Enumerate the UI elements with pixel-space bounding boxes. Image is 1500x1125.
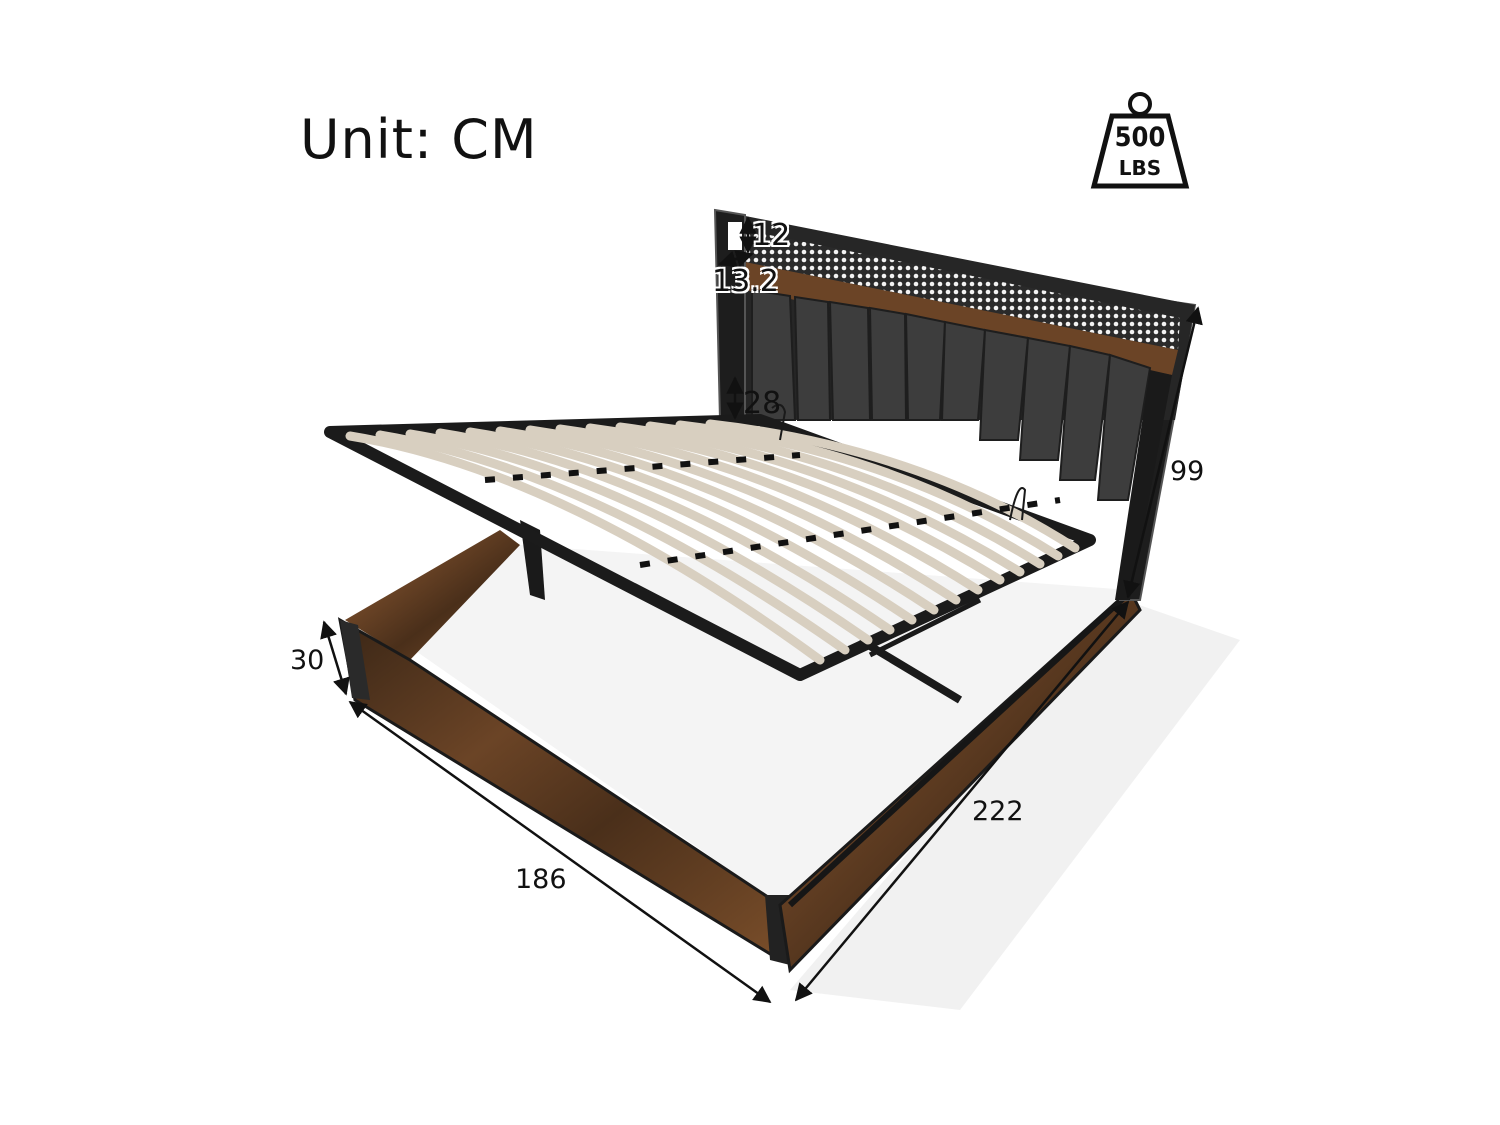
dim-label-base-height: 30 [290,645,325,676]
dimension-lines [320,216,1203,1004]
base-back-wall [345,530,520,660]
dim-line-length [794,600,1130,1002]
dim-label-length: 222 [972,796,1024,827]
dim-label-width: 186 [515,864,567,895]
headboard-perforated-shelf [745,230,1180,350]
unit-label: Unit: CM [300,108,538,171]
wooden-slats [345,419,1080,665]
weight-icon [1090,92,1190,189]
dim-label-headboard-height: 99 [1170,456,1205,487]
dim-label-headboard-gap: 28 [743,386,782,421]
dim-line-headboard-height [1123,306,1203,599]
weight-capacity-value: 500 [1114,122,1166,153]
dim-line-base-height [320,620,350,696]
weight-capacity-unit: LBS [1118,156,1162,180]
dim-label-shelf-height: 12 [752,218,791,253]
dim-line-shelf-depth [718,250,754,268]
dim-label-shelf-depth: 13.2 [712,264,779,299]
dim-line-width [348,700,772,1004]
